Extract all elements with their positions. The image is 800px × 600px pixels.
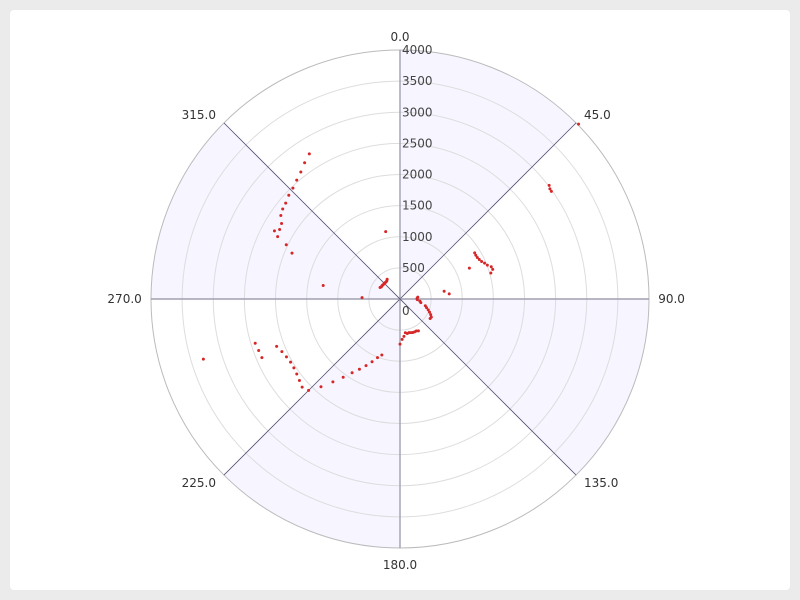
data-point (279, 214, 283, 218)
data-point (385, 277, 389, 281)
data-point (483, 261, 487, 265)
angular-spokes (151, 50, 649, 548)
data-point (295, 178, 299, 182)
shaded-sector-1 (400, 299, 649, 476)
data-point (272, 229, 276, 233)
shaded-sector-2 (223, 299, 400, 548)
data-point (295, 372, 299, 376)
spoke-line-3 (223, 122, 577, 476)
data-point (260, 356, 264, 360)
angular-tick-label: 225.0 (182, 476, 216, 490)
data-point (201, 357, 205, 361)
angular-tick-label: 0.0 (390, 30, 409, 44)
data-point (257, 348, 261, 352)
data-point (489, 271, 493, 275)
data-point (321, 283, 325, 287)
data-point (400, 337, 404, 341)
radial-tick-label: 1500 (402, 199, 433, 213)
data-point (477, 257, 481, 261)
data-point (402, 334, 406, 338)
data-point (375, 356, 379, 360)
angular-tick-label: 135.0 (584, 476, 618, 490)
data-point (284, 355, 288, 359)
data-point (276, 235, 280, 239)
radial-tick-label: 1000 (402, 230, 433, 244)
data-point (364, 364, 368, 368)
data-point (403, 331, 407, 335)
data-point (474, 253, 478, 257)
data-point (341, 375, 345, 379)
data-point (491, 267, 495, 271)
radial-tick-label: 500 (402, 261, 425, 275)
data-point (307, 388, 311, 392)
data-point (280, 222, 284, 226)
data-points (201, 122, 581, 392)
data-point (281, 207, 285, 211)
data-point (442, 289, 446, 293)
data-point (290, 251, 294, 255)
radial-tick-label: 2000 (402, 168, 433, 182)
data-point (299, 170, 303, 174)
data-point (548, 187, 552, 191)
shaded-sectors (151, 50, 649, 548)
data-point (480, 259, 484, 263)
data-point (428, 310, 432, 314)
data-point (398, 342, 402, 346)
radial-tick-label: 3500 (402, 74, 433, 88)
angular-tick-label: 90.0 (658, 292, 685, 306)
data-point (350, 371, 354, 375)
data-point (289, 360, 293, 364)
data-point (415, 298, 419, 302)
data-point (253, 341, 257, 345)
data-point (425, 306, 429, 310)
data-point (547, 183, 551, 187)
data-point (287, 193, 291, 197)
data-point (303, 161, 307, 165)
angular-tick-label: 270.0 (107, 292, 141, 306)
data-point (297, 378, 301, 382)
data-point (331, 380, 335, 384)
data-point (319, 385, 323, 389)
radial-tick-label: 3000 (402, 105, 433, 119)
radial-tick-labels: 0 500 1000 1500 2000 2500 3000 3500 4000 (402, 43, 433, 318)
data-point (380, 353, 384, 357)
shaded-sector-0 (400, 50, 577, 299)
data-point (357, 367, 361, 371)
data-point (360, 296, 364, 300)
angular-tick-label: 180.0 (383, 558, 417, 572)
angular-tick-labels: 0.0 45.0 90.0 135.0 180.0 225.0 270.0 315.0 (107, 30, 684, 572)
data-point (426, 308, 430, 312)
data-point (577, 122, 581, 126)
radial-tick-label: 4000 (402, 43, 433, 57)
data-point (485, 263, 489, 267)
data-point (292, 366, 296, 370)
angular-tick-label: 315.0 (182, 108, 216, 122)
data-point (428, 317, 432, 321)
data-point (284, 243, 288, 247)
data-point (473, 251, 477, 255)
data-point (489, 265, 493, 269)
radial-tick-label: 0 (402, 304, 410, 318)
data-point (300, 385, 304, 389)
data-point (307, 152, 311, 156)
data-point (475, 256, 479, 260)
data-point (370, 360, 374, 364)
data-point (384, 230, 388, 234)
radial-tick-label: 2500 (402, 136, 433, 150)
data-point (275, 344, 279, 348)
data-point (429, 313, 433, 317)
data-point (549, 189, 553, 193)
shaded-sector-3 (151, 122, 400, 299)
angular-tick-label: 45.0 (584, 108, 611, 122)
data-point (280, 350, 284, 354)
data-point (284, 201, 288, 205)
data-point (291, 186, 295, 190)
data-point (467, 266, 471, 270)
data-point (278, 227, 282, 231)
data-point (447, 292, 451, 296)
data-point (419, 301, 423, 305)
